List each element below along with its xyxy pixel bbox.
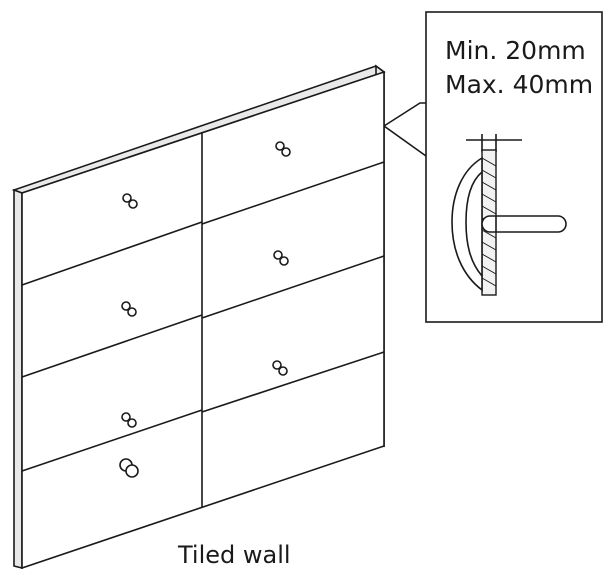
callout-leader: [383, 102, 426, 127]
diagram-caption: Tiled wall: [177, 541, 291, 569]
inset-frame: [425, 11, 603, 323]
wall-slab: [11, 64, 386, 570]
min-thickness-label: Min. 20mm: [445, 36, 586, 65]
mounting-rod: [481, 215, 567, 233]
tile-joint-row-2-left: [21, 314, 203, 378]
anchor: [122, 193, 138, 209]
anchor: [275, 141, 291, 157]
anchor: [272, 360, 288, 376]
anchor: [273, 250, 289, 266]
tile-joint-row-2-right: [201, 255, 385, 319]
device-inner-profile: [465, 171, 483, 277]
wall-left-edge: [13, 188, 23, 570]
anchor: [121, 412, 137, 428]
callout-leader-lower: [383, 125, 427, 157]
tile-joint-row-3-right: [201, 351, 385, 413]
tile-grid: [21, 132, 385, 507]
tile-joint-row-1-right: [201, 161, 385, 225]
wall-front-face: [21, 70, 385, 570]
max-thickness-label: Max. 40mm: [445, 70, 593, 99]
tile-joint-row-3-left: [21, 409, 203, 472]
anchor-large: [119, 458, 139, 478]
anchors: [119, 141, 291, 478]
device-dome: [451, 156, 483, 292]
tile-joint-row-1-left: [21, 221, 203, 286]
anchor: [121, 301, 137, 317]
detail-inset: Min. 20mm Max. 40mm: [425, 11, 603, 323]
